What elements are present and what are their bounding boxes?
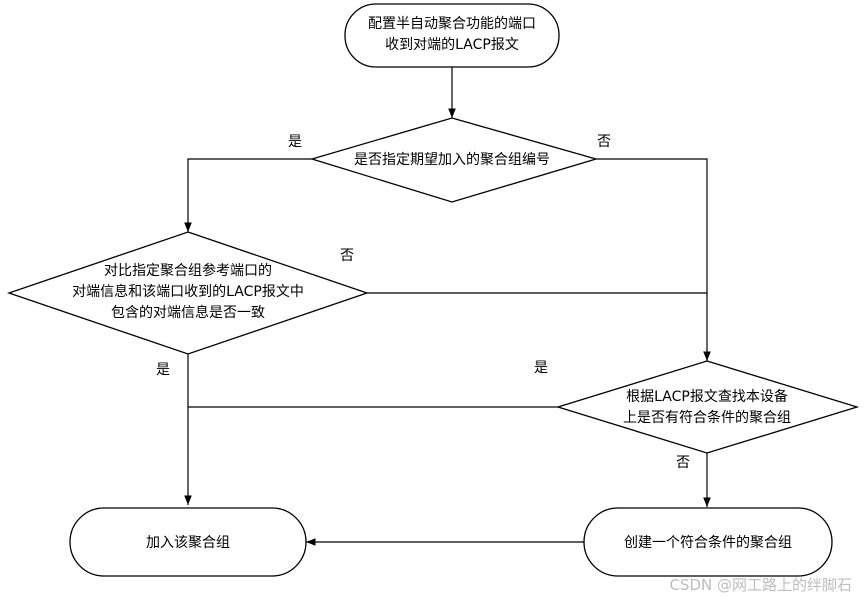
- watermark: CSDN @网工路上的绊脚石: [669, 576, 852, 594]
- edge-specified-no: [596, 158, 711, 361]
- edge-specified-yes: [184, 158, 312, 232]
- end-join-text: 加入该聚合组: [146, 535, 230, 551]
- end-join-shape: [69, 507, 307, 577]
- label-specified-no: 否: [597, 134, 611, 150]
- decision-compare: 对比指定聚合组参考端口的 对端信息和该端口收到的LACP报文中 包含的对端信息是…: [6, 231, 370, 355]
- decision-compare-line-3: 包含的对端信息是否一致: [111, 304, 265, 321]
- create-shape: [583, 507, 833, 577]
- start-node-line-2: 收到对端的LACP报文: [385, 37, 519, 53]
- decision-compare-line-1: 对比指定聚合组参考端口的: [104, 262, 272, 279]
- decision-find-line-2: 上是否有符合条件的聚合组: [623, 409, 791, 426]
- connectors: [184, 67, 711, 546]
- create-text: 创建一个符合条件的聚合组: [624, 534, 792, 551]
- branch-labels: 是 否 否 是 是 否: [156, 134, 690, 471]
- decision-specified: 是否指定期望加入的聚合组编号: [309, 117, 599, 203]
- decision-specified-text: 是否指定期望加入的聚合组编号: [354, 152, 550, 168]
- decision-compare-shape: [6, 231, 370, 355]
- label-compare-yes: 是: [156, 362, 170, 378]
- label-compare-no: 否: [340, 248, 354, 264]
- label-find-yes: 是: [534, 360, 548, 376]
- decision-find-line-1: 根据LACP报文查找本设备: [626, 388, 788, 405]
- end-join-node: 加入该聚合组: [69, 507, 307, 577]
- decision-specified-shape: [309, 117, 599, 203]
- start-node-shape: [344, 3, 560, 68]
- label-find-no: 否: [676, 455, 690, 471]
- decision-compare-line-2: 对端信息和该端口收到的LACP报文中: [72, 283, 304, 300]
- label-specified-yes: 是: [288, 134, 302, 150]
- start-node-line-1: 配置半自动聚合功能的端口: [368, 16, 536, 32]
- create-node: 创建一个符合条件的聚合组: [583, 507, 833, 577]
- start-node: 配置半自动聚合功能的端口 收到对端的LACP报文: [344, 3, 560, 68]
- decision-find-shape: [555, 360, 860, 454]
- decision-find: 根据LACP报文查找本设备 上是否有符合条件的聚合组: [555, 360, 860, 454]
